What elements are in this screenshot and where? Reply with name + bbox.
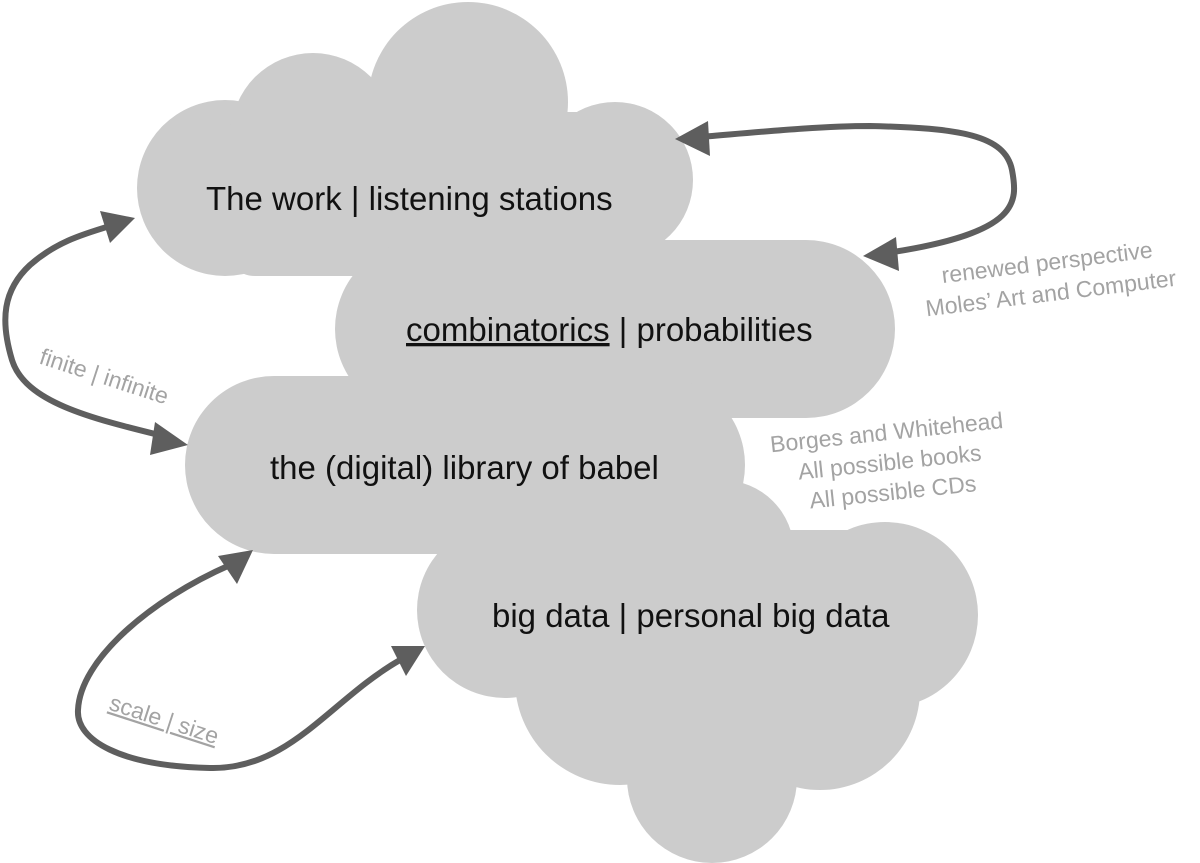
cloud-bigdata xyxy=(417,480,978,863)
cloud-bigdata-label: big data | personal big data xyxy=(492,597,890,634)
annotation-renewed-perspective: renewed perspective Moles’ Art and Compu… xyxy=(924,236,1178,321)
annotation-borges: Borges and Whitehead All possible books … xyxy=(769,407,1004,514)
arrow-finite-infinite xyxy=(2,211,188,455)
cloud-combinatorics-label: combinatorics | probabilities xyxy=(406,311,813,348)
annotation-finite-infinite: finite | infinite xyxy=(37,343,172,409)
arrow-scale-size xyxy=(74,550,425,772)
cloud-library-label: the (digital) library of babel xyxy=(270,449,659,486)
combinatorics-term: combinatorics xyxy=(406,311,610,348)
annotation-scale-size: scale | size xyxy=(106,689,222,749)
annotation-scale-text: scale | size xyxy=(106,689,222,749)
arrow-renewed-perspective xyxy=(675,121,1018,271)
annotation-finite-text: finite | infinite xyxy=(37,343,172,409)
cloud-work-label: The work | listening stations xyxy=(206,180,613,217)
cloud-library xyxy=(185,376,745,554)
cloud-combinatorics xyxy=(335,240,895,418)
cloud-work xyxy=(137,2,693,276)
probabilities-term: | probabilities xyxy=(610,311,813,348)
